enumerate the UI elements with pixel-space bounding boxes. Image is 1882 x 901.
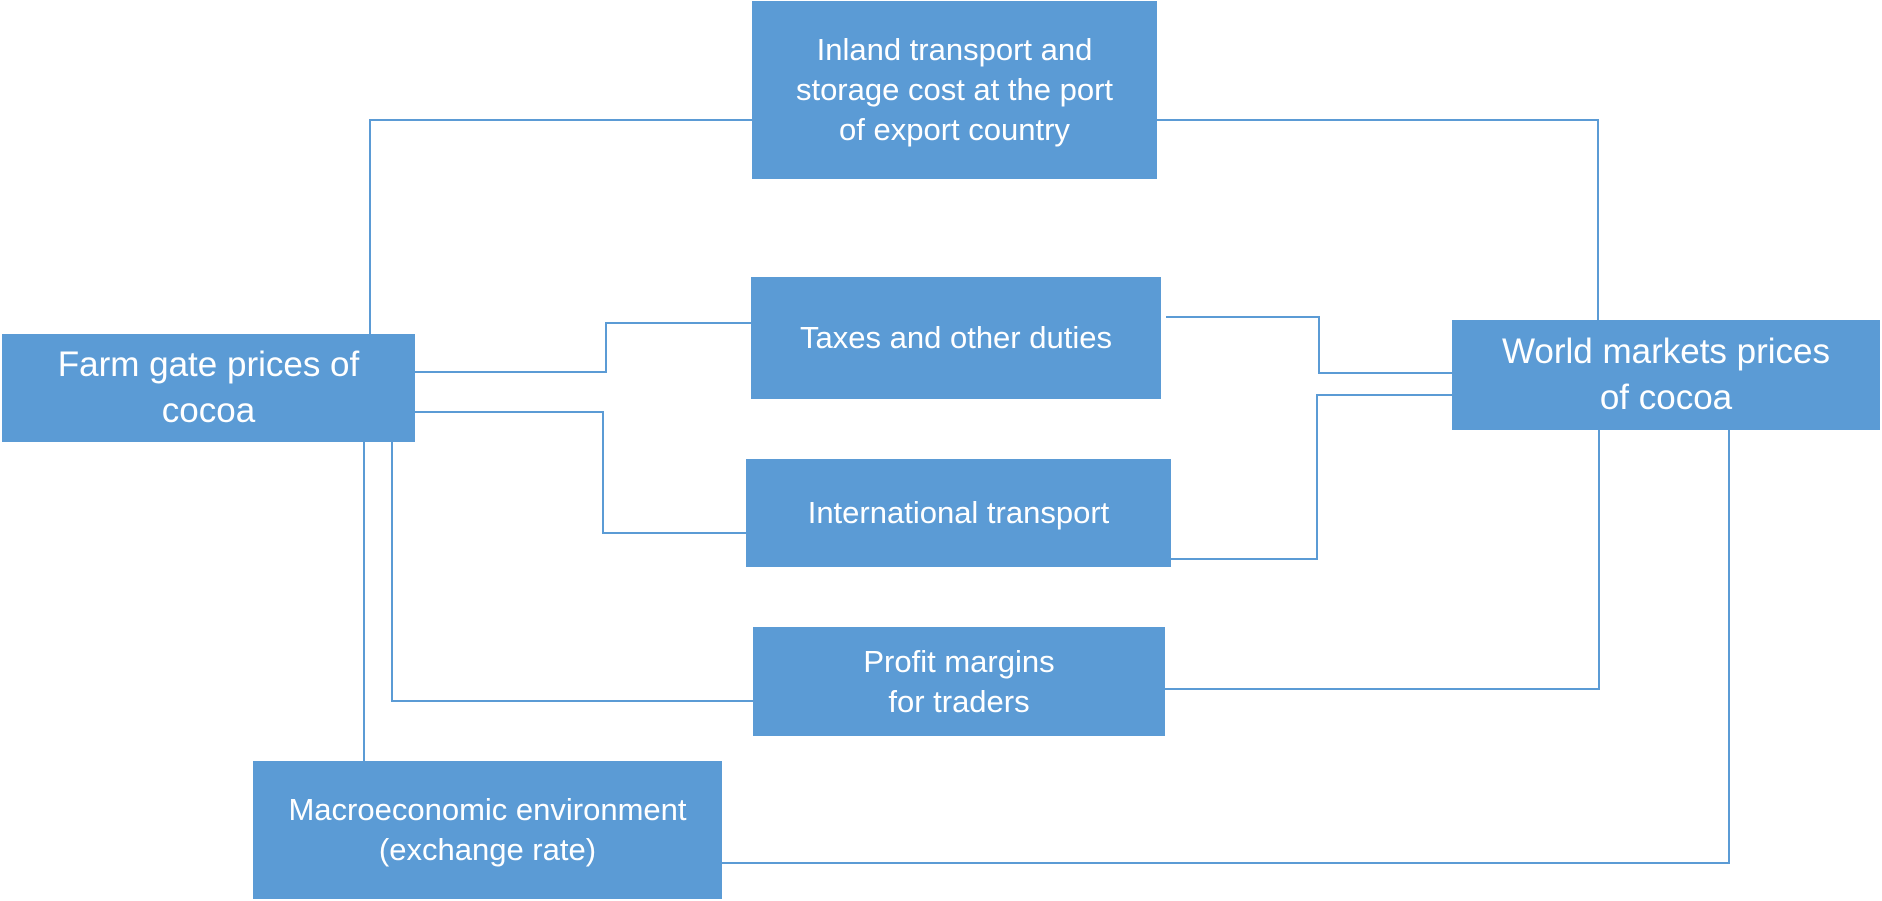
connector-taxes: [415, 322, 751, 373]
connector-profit-to-world: [1165, 430, 1600, 690]
connector-profit-margins: [391, 442, 753, 702]
taxes-duties-box: Taxes and other duties: [751, 277, 1161, 399]
connector-taxes-to-world: [1166, 316, 1452, 374]
connector-international-transport: [415, 411, 746, 534]
connector-macro-to-world: [722, 430, 1730, 864]
farm-gate-prices-box: Farm gate prices of cocoa: [2, 334, 415, 442]
macroeconomic-environment-box: Macroeconomic environment (exchange rate…: [253, 761, 722, 899]
connector-inland-to-world: [1157, 119, 1599, 320]
connector-intl-to-world: [1171, 394, 1452, 560]
profit-margins-box: Profit margins for traders: [753, 627, 1165, 736]
connector-inland-transport: [369, 119, 752, 334]
international-transport-box: International transport: [746, 459, 1171, 567]
inland-transport-box: Inland transport and storage cost at the…: [752, 1, 1157, 179]
world-markets-prices-box: World markets prices of cocoa: [1452, 320, 1880, 430]
